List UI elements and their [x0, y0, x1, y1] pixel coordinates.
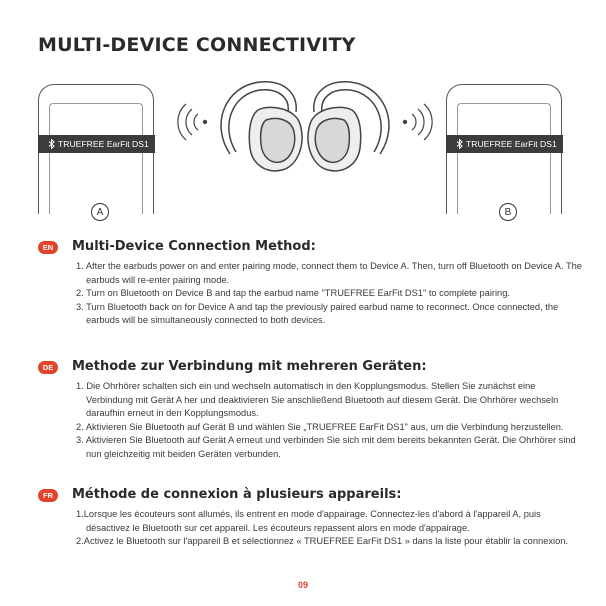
list-item: 3. Turn Bluetooth back on for Device A a…: [76, 301, 559, 326]
list-item: 2. Aktivieren Sie Bluetooth auf Gerät B …: [76, 421, 564, 432]
list-item: 1.Lorsque les écouteurs sont allumés, il…: [76, 509, 541, 533]
language-badge-en: EN: [38, 241, 58, 254]
earbuds-illustration: [177, 81, 433, 172]
page-number: 09: [297, 580, 308, 590]
list-item: 3. Aktivieren Sie Bluetooth auf Gerät A …: [76, 435, 576, 459]
bluetooth-device-entry-b: TRUEFREE EarFit DS1: [446, 135, 563, 153]
list-item: 2. Turn on Bluetooth on Device B and tap…: [76, 288, 510, 298]
instruction-list-en: 1. After the earbuds power on and enter …: [72, 260, 582, 328]
wireless-signal-icon: [177, 103, 208, 141]
instruction-list-fr: 1.Lorsque les écouteurs sont allumés, il…: [72, 508, 582, 549]
device-a-bluetooth-label: TRUEFREE EarFit DS1: [58, 139, 149, 149]
list-item: 1. Die Ohrhörer schalten sich ein und we…: [76, 381, 559, 418]
section-heading-fr: Méthode de connexion à plusieurs apparei…: [72, 487, 402, 502]
language-badge-fr: FR: [38, 489, 58, 502]
page-title: MULTI-DEVICE CONNECTIVITY: [38, 34, 356, 56]
device-b-badge: B: [499, 203, 517, 221]
device-a-badge: A: [91, 203, 109, 221]
section-heading-de: Methode zur Verbindung mit mehreren Gerä…: [72, 359, 427, 374]
instruction-list-de: 1. Die Ohrhörer schalten sich ein und we…: [72, 380, 582, 461]
bluetooth-device-entry-a: TRUEFREE EarFit DS1: [38, 135, 155, 153]
device-b-bluetooth-label: TRUEFREE EarFit DS1: [466, 139, 557, 149]
bluetooth-icon: [48, 139, 55, 149]
list-item: 2.Activez le Bluetooth sur l'appareil B …: [76, 536, 569, 546]
wireless-signal-icon: [402, 103, 433, 141]
list-item: 1. After the earbuds power on and enter …: [76, 261, 582, 285]
bluetooth-icon: [456, 139, 463, 149]
language-badge-de: DE: [38, 361, 58, 374]
section-heading-en: Multi-Device Connection Method:: [72, 239, 316, 254]
